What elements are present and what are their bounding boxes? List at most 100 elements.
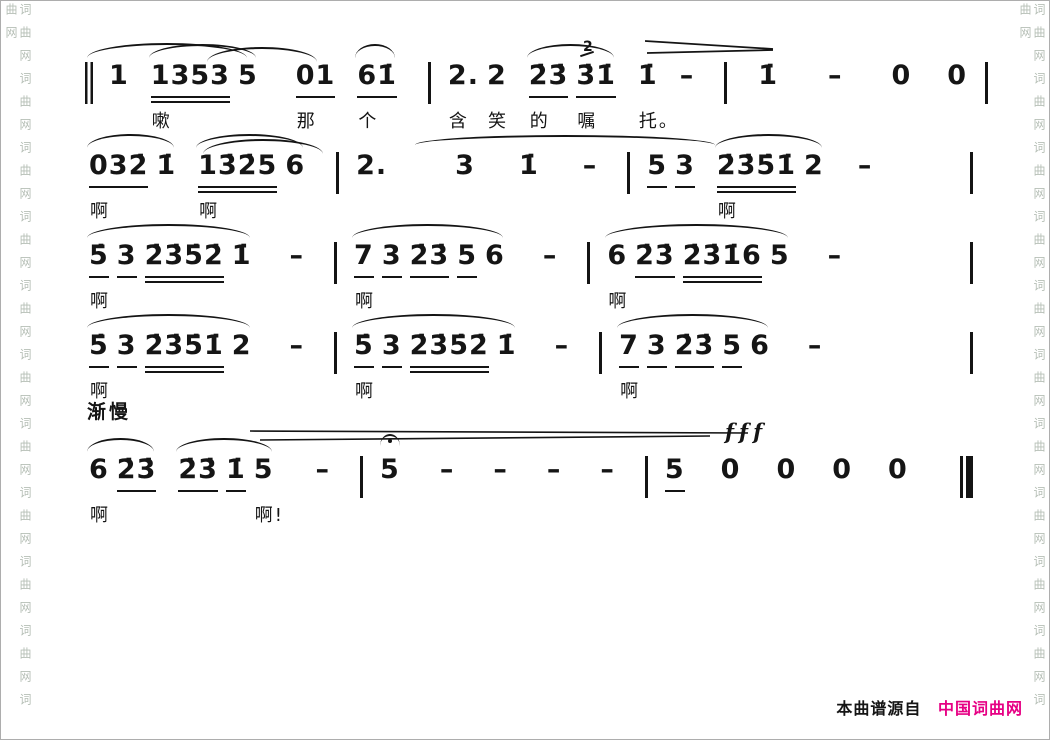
note: 6 [485, 240, 505, 271]
note-group: – [824, 59, 846, 96]
note: 2̇3̇5̇1̇ [144, 329, 224, 373]
note: 5 [647, 149, 668, 188]
note: 1̇ [225, 453, 246, 492]
held-dash: – [807, 330, 822, 361]
note: 5 [769, 240, 790, 271]
barline [627, 152, 631, 194]
note: 0 [832, 454, 853, 485]
held-dash: – [857, 150, 872, 181]
note: 5̇啊 [89, 329, 109, 402]
note: 6 [750, 330, 770, 361]
lyric: 啊 [717, 201, 738, 222]
lyric: 笑 [487, 111, 508, 132]
slur-arc [207, 47, 317, 62]
note-group: – [804, 329, 826, 366]
note: 3̇1̇嘱 [576, 59, 616, 132]
note: 3 [646, 329, 667, 368]
note-group: 5 [661, 453, 689, 492]
note-group: 1̇ [754, 59, 782, 96]
note: 2̇3̇ [409, 239, 450, 278]
barline [360, 456, 364, 498]
note-group: 0 [884, 453, 912, 490]
note: 2̇3̇的 [528, 59, 569, 132]
note-group: – [489, 453, 511, 490]
note-group: 0 [828, 453, 856, 490]
note-group: 5 [376, 434, 404, 490]
note-group: – [551, 329, 573, 366]
barline [599, 332, 603, 374]
note: 2̇3̇1̇6 [682, 239, 763, 283]
held-dash: – [315, 454, 330, 485]
footer-brand-link[interactable]: 中国词曲网 [937, 699, 1023, 718]
held-dash: – [546, 454, 561, 485]
footer: 本曲谱源自 中国词曲网 [836, 695, 1023, 719]
note-group: 0 [717, 453, 745, 490]
barline [960, 456, 973, 498]
held-dash: – [439, 454, 454, 485]
note: 1̇ [758, 60, 778, 91]
note-group: – [824, 239, 846, 276]
barline [85, 62, 93, 104]
barline [427, 62, 431, 104]
held-dash: – [582, 150, 597, 181]
lyric: 含 [448, 111, 469, 132]
lyric: 啊 [90, 291, 110, 312]
lyric: 啊 [90, 201, 110, 222]
note: 2̇3̇ [635, 239, 675, 278]
lyric: 啊 [90, 381, 110, 402]
note: 3 [381, 329, 402, 368]
watermark-right: 词曲网词曲网词曲网词曲网词曲网词曲网词曲网词曲网词曲网词曲网词曲网 [1018, 3, 1046, 716]
watermark-left: 词曲网词曲网词曲网词曲网词曲网词曲网词曲网词曲网词曲网词曲网词曲网 [4, 3, 32, 716]
note: 0 [891, 60, 912, 91]
lyric: 个 [358, 111, 379, 132]
lyric: 啊 [608, 291, 629, 312]
held-dash: – [289, 330, 304, 361]
barline [334, 242, 338, 284]
note: 5̇啊 [89, 239, 109, 312]
barline [336, 152, 340, 194]
note: 0 [947, 60, 968, 91]
barline [970, 152, 973, 194]
lyric: 那 [296, 111, 317, 132]
note: 1̇ [156, 150, 177, 181]
note-group: 1̇ [515, 149, 543, 186]
lyric: 嗽 [151, 111, 172, 132]
held-dash: – [542, 240, 557, 271]
note-group: 1 [105, 59, 133, 96]
held-dash: – [827, 240, 842, 271]
note-group: 0 [943, 59, 971, 96]
note: 1̇ [231, 240, 252, 271]
note: 1̇ [496, 330, 517, 361]
note-group: – [543, 453, 565, 490]
note-group: 0 [888, 59, 916, 96]
note: 2̇3̇5̇1̇啊 [716, 149, 797, 222]
note: 5 [457, 239, 478, 278]
note: 5 [664, 453, 685, 492]
lyric: 啊! [254, 505, 284, 526]
slur-arc [87, 43, 247, 58]
footer-source-label: 本曲谱源自 [836, 699, 922, 718]
fermata-icon [379, 434, 400, 446]
